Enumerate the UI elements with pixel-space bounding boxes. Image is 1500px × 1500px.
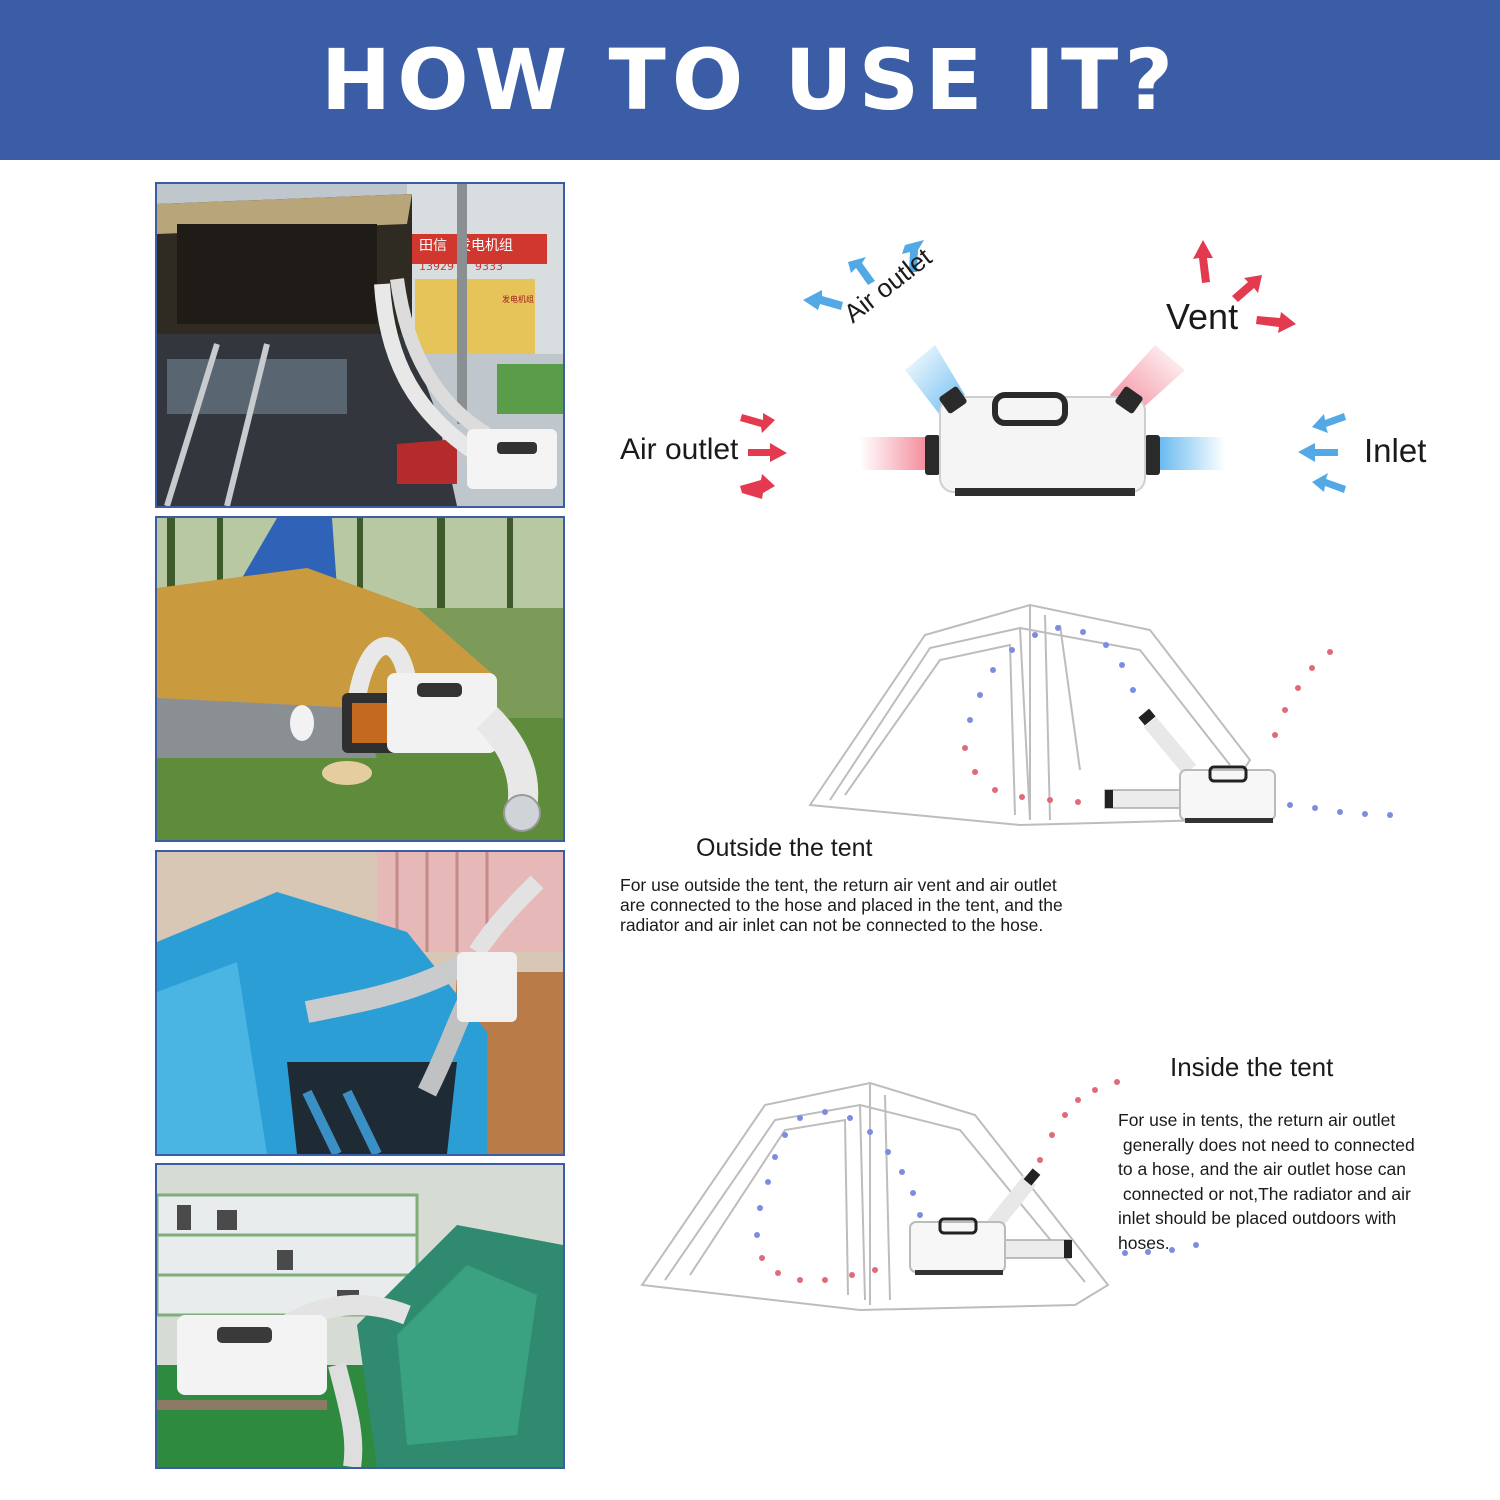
inside-line-1: For use in tents, the return air outlet bbox=[1118, 1110, 1396, 1130]
outside-tent-sketch bbox=[808, 603, 1252, 827]
outside-line-2: are connected to the hose and placed in … bbox=[620, 895, 1063, 915]
hot-flow-left bbox=[860, 437, 930, 470]
page-title: HOW TO USE IT? bbox=[320, 31, 1180, 129]
sign-text-2: 发电机组 bbox=[457, 238, 513, 254]
air-outlet-arrows bbox=[803, 240, 924, 310]
inlet-arrows bbox=[1298, 413, 1346, 493]
photo-showroom-green-tent bbox=[155, 1163, 565, 1469]
inside-tent-cold-markers bbox=[754, 1109, 1199, 1256]
inside-line-2: generally does not need to connected bbox=[1118, 1134, 1415, 1155]
cold-flow-right bbox=[1160, 437, 1225, 470]
inside-tent-heading: Inside the tent bbox=[1170, 1052, 1334, 1082]
photo-grass-tent bbox=[155, 516, 565, 842]
inside-tent-sketch bbox=[640, 1081, 1110, 1312]
outside-line-1: For use outside the tent, the return air… bbox=[620, 875, 1057, 895]
vent-arrows bbox=[1193, 240, 1296, 333]
outside-tent-heading: Outside the tent bbox=[696, 834, 873, 862]
sign-text-4: 9333 bbox=[475, 260, 503, 273]
inside-line-3: to a hose, and the air outlet hose can bbox=[1118, 1159, 1406, 1179]
photo-indoor-blue-tent bbox=[155, 850, 565, 1156]
vent-label: Vent bbox=[1166, 296, 1239, 337]
outside-tent-description: For use outside the tent, the return air… bbox=[620, 875, 1063, 935]
outside-tent-hot-markers bbox=[962, 649, 1333, 805]
inside-line-5: inlet should be placed outdoors with bbox=[1118, 1208, 1397, 1228]
inside-line-4: connected or not,The radiator and air bbox=[1118, 1183, 1411, 1204]
inlet-label: Inlet bbox=[1364, 432, 1427, 469]
left-outlet-arrows bbox=[740, 413, 787, 499]
inside-tent-hot-markers bbox=[759, 1079, 1120, 1283]
photo-rooftop-tent: 田信 发电机组 13929 9333 发电机组 bbox=[155, 182, 565, 508]
outside-tent-cold-markers bbox=[967, 625, 1393, 818]
inside-line-6: hoses. bbox=[1118, 1232, 1170, 1253]
sign-text-1: 田信 bbox=[419, 238, 447, 254]
sign-small-text: 发电机组 bbox=[502, 294, 534, 304]
outside-tent-unit bbox=[1104, 708, 1276, 823]
air-conditioner-unit bbox=[925, 386, 1160, 496]
outside-line-3: radiator and air inlet can not be connec… bbox=[620, 915, 1044, 935]
sign-text-3: 13929 bbox=[419, 260, 454, 273]
air-outlet-left-label: Air outlet bbox=[620, 433, 739, 466]
header-banner: HOW TO USE IT? bbox=[0, 0, 1500, 160]
inside-tent-unit bbox=[909, 1168, 1072, 1275]
inside-tent-description: For use in tents, the return air outlet … bbox=[1118, 1108, 1415, 1255]
